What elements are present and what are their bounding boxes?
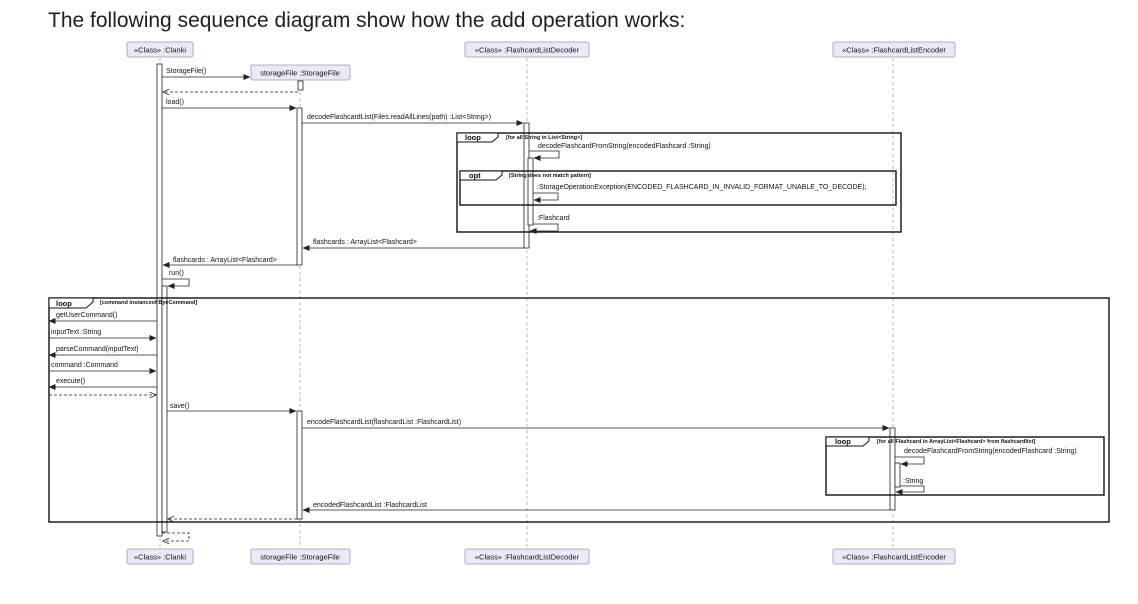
- message-run: [162, 278, 190, 289]
- fragment-operator: loop: [465, 133, 481, 142]
- activation-encoder-inner: [894, 462, 901, 488]
- message-label: decodeFlashcardFromString(encodedFlashca…: [904, 448, 1077, 455]
- heading: The following sequence diagram show how …: [48, 9, 686, 32]
- message-label: flashcards : ArrayList<Flashcard>: [173, 257, 277, 264]
- participant-label: «Class» :Clanki: [134, 553, 186, 562]
- return-string: [895, 485, 925, 495]
- fragment-operator: opt: [469, 171, 481, 180]
- participant-label: «Class» :FlashcardListEncoder: [842, 46, 946, 55]
- activation-decoder-inner: [527, 157, 534, 226]
- message-label: StorageFile(): [166, 68, 206, 75]
- message-label: :Flashcard: [537, 215, 570, 222]
- return-flashcard: [529, 223, 559, 234]
- fragment-guard: [for all Flashcard in ArrayList<Flashcar…: [877, 439, 1035, 445]
- activation-storage-load: [296, 107, 303, 266]
- fragment-operator: loop: [56, 299, 72, 308]
- participant-label: storageFile :StorageFile: [260, 69, 340, 78]
- message-label: execute(): [56, 378, 85, 385]
- fragment-guard: [String does not match pattern]: [509, 173, 591, 179]
- message-decode-string: [529, 150, 560, 161]
- participant-decoder-bottom: «Class» :FlashcardListDecoder: [464, 548, 590, 565]
- fragment-guard: [for all String in List<String>]: [506, 135, 582, 141]
- message-label: run(): [169, 270, 184, 277]
- message-label: :String: [903, 478, 923, 485]
- participant-encoder-top: «Class» :FlashcardListEncoder: [832, 41, 956, 58]
- message-label: load(): [166, 99, 184, 106]
- fragment-opt: opt [String does not match pattern]: [459, 170, 897, 206]
- fragment-loop-decode: loop [for all String in List<String>]: [456, 132, 902, 233]
- message-label: getUserCommand(): [56, 312, 117, 319]
- fragment-loop-encode: loop [for all Flashcard in ArrayList<Fla…: [825, 436, 1105, 496]
- participant-label: «Class» :FlashcardListEncoder: [842, 553, 946, 562]
- message-label: encodeFlashcardList(flashcardList :Flash…: [307, 419, 461, 426]
- participant-label: «Class» :Clanki: [134, 46, 186, 55]
- fragment-operator: loop: [835, 437, 851, 446]
- message-label: :StorageOperationException(ENCODED_FLASH…: [537, 184, 867, 191]
- fragment-loop-command: loop [command instanceof ByeCommand]: [48, 297, 1110, 523]
- message-label: decodeFlashcardFromString(encodedFlashca…: [538, 143, 711, 150]
- participant-label: storageFile :StorageFile: [260, 553, 340, 562]
- message-label: inputText :String: [51, 329, 101, 336]
- message-label: encodedFlashcardList :FlashcardList: [313, 502, 427, 509]
- return-run: [162, 532, 190, 541]
- participant-clanki-bottom: «Class» :Clanki: [126, 548, 194, 565]
- message-encode-string: [895, 456, 925, 467]
- message-label: parseCommand(inputText): [56, 346, 138, 353]
- message-label: flashcards : ArrayList<Flashcard>: [313, 239, 417, 246]
- participant-storage-created: storageFile :StorageFile: [250, 64, 351, 81]
- activation-clanki-run: [161, 285, 168, 533]
- participant-decoder-top: «Class» :FlashcardListDecoder: [464, 41, 590, 58]
- participant-storage-bottom: storageFile :StorageFile: [250, 548, 351, 565]
- message-exception: [533, 192, 559, 203]
- participant-label: «Class» :FlashcardListDecoder: [475, 46, 580, 55]
- message-label: command :Command: [51, 362, 118, 369]
- message-label: save(): [170, 403, 189, 410]
- participant-label: «Class» :FlashcardListDecoder: [475, 553, 580, 562]
- participant-encoder-bottom: «Class» :FlashcardListEncoder: [832, 548, 956, 565]
- activation-storage-create: [297, 80, 304, 91]
- message-label: decodeFlashcardList(Files.readAllLines(p…: [307, 114, 491, 121]
- fragment-guard: [command instanceof ByeCommand]: [100, 300, 197, 306]
- participant-clanki-top: «Class» :Clanki: [126, 41, 194, 58]
- activation-storage-save: [296, 410, 303, 520]
